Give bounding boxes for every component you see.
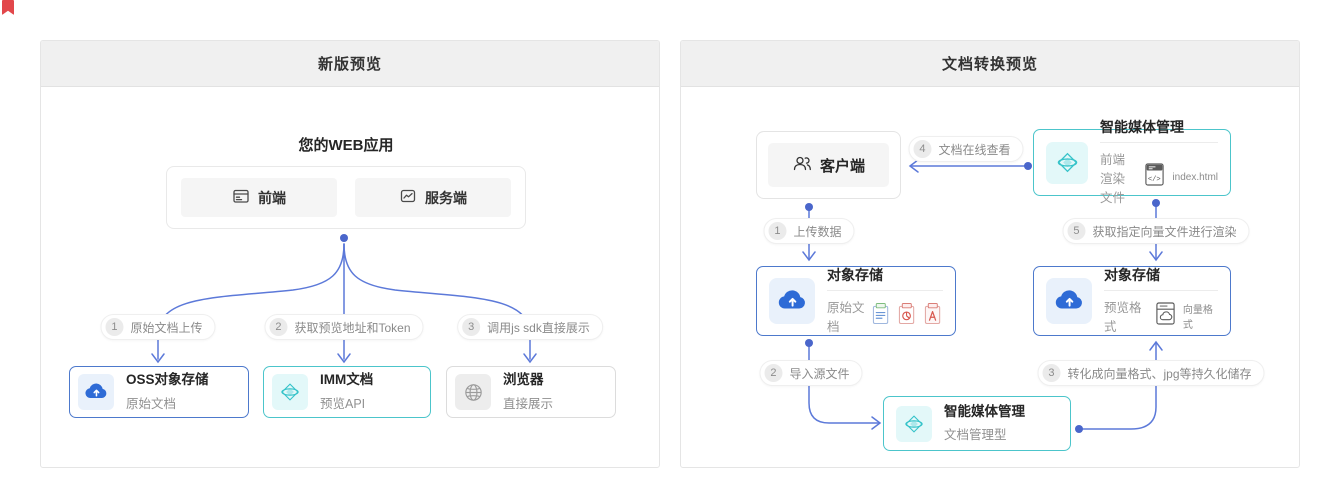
step-number: 2 <box>269 318 288 336</box>
file-label: 向量格式 <box>1182 304 1213 331</box>
oss-cloud-icon <box>769 278 815 324</box>
card-subtitle: 原始文档 <box>827 300 865 334</box>
step-pill-1: 1 原始文档上传 <box>100 314 216 340</box>
card-subtitle: 预览API <box>320 396 366 411</box>
users-icon <box>792 154 812 176</box>
doc-file-icon <box>872 302 891 330</box>
step-label: 文档在线查看 <box>938 142 1011 157</box>
oss-cloud-icon <box>78 374 114 410</box>
step-pill-2: 2 导入源文件 <box>759 360 863 386</box>
oss-object-storage-card: OSS对象存储 原始文档 <box>69 366 249 418</box>
card-title: OSS对象存储 <box>126 372 209 388</box>
step-number: 3 <box>462 318 481 336</box>
imm-icon <box>896 405 932 442</box>
web-app-title: 您的WEB应用 <box>298 137 394 154</box>
oss-left-card: 对象存储 原始文档 <box>756 266 956 336</box>
vector-file-icon <box>1155 301 1176 331</box>
client-label: 客户端 <box>819 157 865 175</box>
web-app-box: 前端 服务端 <box>166 166 526 229</box>
card-title: 对象存储 <box>1104 267 1218 291</box>
step-label: 导入源文件 <box>789 366 850 381</box>
frontend-button: 前端 <box>181 178 337 217</box>
step-number: 1 <box>105 318 124 336</box>
card-title: IMM文档 <box>320 372 374 388</box>
step-pill-4: 4 文档在线查看 <box>908 136 1024 162</box>
pdf-file-icon <box>924 302 943 330</box>
imm-icon <box>1046 141 1088 184</box>
server-label: 服务端 <box>425 189 467 206</box>
step-label: 调用js sdk直接展示 <box>487 320 590 335</box>
step-pill-3: 3 调用js sdk直接展示 <box>457 314 603 340</box>
step-number: 5 <box>1067 222 1086 240</box>
server-button: 服务端 <box>355 178 511 217</box>
browser-card: 浏览器 直接展示 <box>446 366 616 418</box>
client-inner: 客户端 <box>768 143 889 187</box>
step-pill-5: 5 获取指定向量文件进行渲染 <box>1062 218 1250 244</box>
imm-document-card: IMM文档 预览API <box>263 366 431 418</box>
step-number: 2 <box>764 364 783 382</box>
oss-cloud-icon <box>1046 278 1092 324</box>
imm-top-card: 智能媒体管理 前端渲染文件 </> index.html <box>1033 119 1231 205</box>
globe-icon <box>455 374 491 410</box>
panel-title: 新版预览 <box>41 41 659 87</box>
step-label: 获取预览地址和Token <box>294 320 411 335</box>
step-pill-3: 3 转化成向量格式、jpg等持久化储存 <box>1037 360 1265 386</box>
card-subtitle: 前端渲染文件 <box>1100 152 1126 205</box>
doc-conversion-panel: 文档转换预览 4 文档在线查看 1 上传数据 5 获取指定向量文件进行渲染 <box>680 40 1300 468</box>
card-subtitle: 预览格式 <box>1104 300 1142 334</box>
card-subtitle: 文档管理型 <box>944 428 1007 443</box>
line-chart-icon <box>399 187 417 208</box>
ppt-file-icon <box>898 302 917 330</box>
step-pill-2: 2 获取预览地址和Token <box>264 314 424 340</box>
card-subtitle: 原始文档 <box>126 396 177 411</box>
imm-icon <box>272 374 308 410</box>
browser-window-icon <box>232 187 250 208</box>
card-title: 浏览器 <box>503 372 544 388</box>
step-label: 原始文档上传 <box>130 320 203 335</box>
step-number: 4 <box>913 140 932 158</box>
step-label: 上传数据 <box>793 224 842 239</box>
panel-title: 文档转换预览 <box>681 41 1299 87</box>
imm-bottom-card: 智能媒体管理 文档管理型 <box>883 396 1071 451</box>
client-card: 客户端 <box>756 131 901 199</box>
html-file-icon: </> <box>1144 162 1165 192</box>
card-title: 智能媒体管理 <box>1100 119 1218 143</box>
new-preview-panel: 新版预览 您的WEB应用 前端 服务端 <box>40 40 660 468</box>
step-number: 1 <box>768 222 787 240</box>
corner-bookmark-icon <box>2 0 14 15</box>
file-label: index.html <box>1172 171 1218 183</box>
oss-right-card: 对象存储 预览格式 向量格式 <box>1033 266 1231 336</box>
card-subtitle: 直接展示 <box>503 396 554 411</box>
svg-text:</>: </> <box>1148 177 1161 185</box>
step-label: 转化成向量格式、jpg等持久化储存 <box>1067 366 1252 381</box>
card-title: 智能媒体管理 <box>944 403 1025 419</box>
step-number: 3 <box>1042 364 1061 382</box>
card-title: 对象存储 <box>827 267 943 291</box>
step-label: 获取指定向量文件进行渲染 <box>1092 224 1237 239</box>
frontend-label: 前端 <box>258 189 286 206</box>
step-pill-1: 1 上传数据 <box>763 218 855 244</box>
